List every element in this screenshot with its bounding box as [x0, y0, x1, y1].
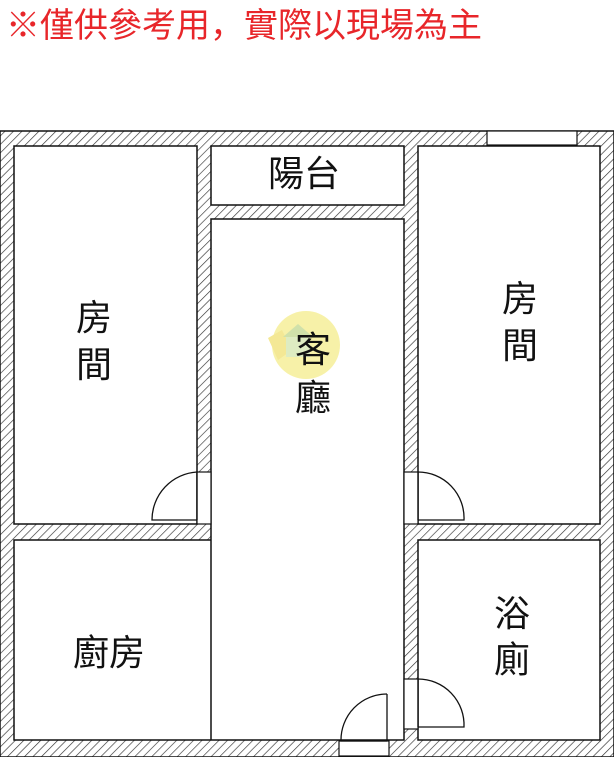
bedroom-left-label-line2: 間 — [76, 345, 112, 386]
living-room-label-line1: 客 — [295, 330, 331, 371]
bathroom-door-opening — [403, 678, 419, 730]
door-swing-bedroom-right — [417, 471, 465, 521]
bathroom-label-line2: 廁 — [494, 640, 530, 681]
bedroom-left-label-line1: 房 — [76, 298, 112, 339]
living-room-label-line2: 廳 — [295, 378, 331, 419]
window-opening-top-right — [486, 130, 578, 146]
bedroom-right-door-opening — [403, 471, 419, 525]
house-logo-watermark-icon — [268, 311, 340, 379]
door-swing-bathroom — [417, 678, 465, 728]
bathroom-label-line1: 浴 — [494, 594, 530, 635]
bedroom-left-door-opening — [196, 471, 212, 525]
door-swing-entry — [340, 693, 388, 742]
balcony-label: 陽台 — [268, 154, 340, 195]
disclaimer-text: ※僅供參考用，實際以現場為主 — [6, 6, 482, 46]
door-swing-bedroom-left — [151, 471, 198, 521]
bedroom-right-label-line2: 間 — [502, 326, 538, 367]
entry-opening-bottom — [338, 740, 390, 757]
kitchen-label: 廚房 — [73, 633, 145, 674]
bedroom-right-label-line1: 房 — [502, 279, 538, 320]
